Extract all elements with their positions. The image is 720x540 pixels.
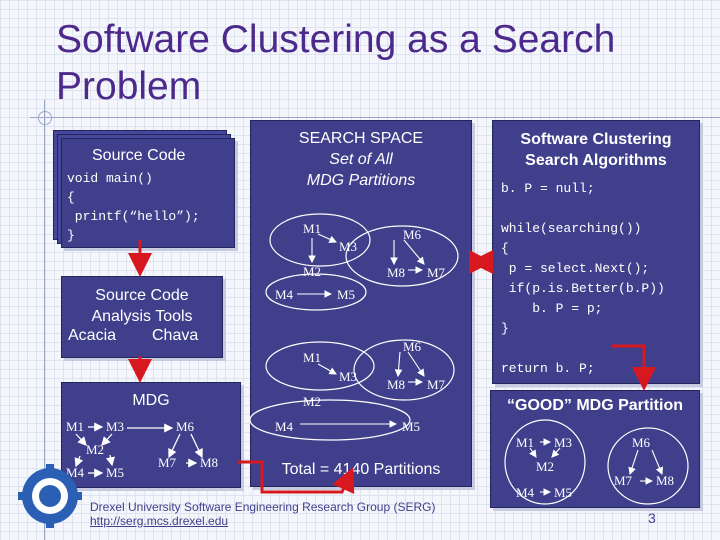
- footer: Drexel University Software Engineering R…: [90, 500, 435, 528]
- search-space-subheading: Set of All: [329, 151, 393, 168]
- partition-edges: [297, 233, 425, 428]
- decorative-circle-icon: [38, 111, 52, 125]
- source-code-box: Source Code void main() { printf(“hello”…: [61, 138, 235, 248]
- good-partition-title: “GOOD” MDG Partition: [507, 397, 683, 414]
- mdg-node-m7: M7: [158, 455, 177, 470]
- mdg-node-m4: M4: [66, 465, 85, 480]
- partition-b-node-m4: M4: [275, 419, 294, 434]
- partition-a-node-m2: M2: [303, 264, 322, 279]
- mdg-node-m3: M3: [106, 419, 125, 434]
- mdg-node-m8: M8: [200, 455, 219, 470]
- good-node-m6: M6: [632, 435, 651, 450]
- algorithms-code: b. P = null; while(searching()) { p = se…: [501, 181, 665, 376]
- partition-a-clusters: [249, 213, 459, 441]
- good-node-m5: M5: [554, 485, 573, 500]
- mdg-node-m5: M5: [106, 465, 125, 480]
- partition-b-node-m1: M1: [303, 350, 322, 365]
- decorative-line: [44, 100, 45, 540]
- slide-title: Software Clustering as a Search Problem: [56, 18, 616, 108]
- good-partition-box: “GOOD” MDG Partition: [490, 390, 700, 508]
- total-partitions: Total = 4140 Partitions: [281, 461, 441, 478]
- mdg-box: MDG: [61, 382, 241, 488]
- good-node-m2: M2: [536, 459, 555, 474]
- source-code-text: void main() { printf(“hello”); }: [67, 171, 200, 243]
- partition-b-node-m5: M5: [402, 419, 421, 434]
- mdg-edges: [74, 422, 203, 478]
- partition-a-node-m8: M8: [387, 265, 406, 280]
- partition-a-node-m1: M1: [303, 221, 322, 236]
- tool-chava: Chava: [152, 327, 199, 344]
- good-node-m1: M1: [516, 435, 535, 450]
- partition-a-node-m5: M5: [337, 287, 356, 302]
- tool-acacia: Acacia: [68, 327, 117, 344]
- footer-link-rest: //serg.mcs.drexel.edu: [113, 514, 229, 528]
- mdg-label: MDG: [132, 392, 170, 409]
- source-code-title: Source Code: [92, 147, 186, 164]
- algorithms-title: Software Clustering Search Algorithms: [520, 131, 672, 169]
- mdg-node-m2: M2: [86, 442, 105, 457]
- partition-b-node-m7: M7: [427, 377, 446, 392]
- search-space-box: SEARCH SPACE Set of All MDG Partitions T…: [250, 120, 472, 487]
- search-space-subheading: MDG Partitions: [306, 172, 416, 189]
- partition-b-node-m8: M8: [387, 377, 406, 392]
- good-node-m7: M7: [614, 473, 633, 488]
- search-space-heading: SEARCH SPACE: [298, 130, 424, 147]
- flow-arrows: [128, 240, 656, 495]
- analysis-tools-title: Source Code Analysis Tools: [91, 287, 193, 325]
- partition-b-node-m6: M6: [403, 339, 422, 354]
- partition-a-node-m6: M6: [403, 227, 422, 242]
- algorithms-box: Software Clustering Search Algorithms b.…: [492, 120, 700, 384]
- good-partition-clusters: [504, 419, 689, 505]
- partition-a-node-m7: M7: [427, 265, 446, 280]
- mdg-node-m1: M1: [66, 419, 85, 434]
- footer-text: Drexel University Software Engineering R…: [90, 500, 436, 514]
- good-node-m8: M8: [656, 473, 675, 488]
- partition-b-node-m3: M3: [339, 369, 358, 384]
- good-node-m3: M3: [554, 435, 573, 450]
- good-node-m4: M4: [516, 485, 535, 500]
- page-number: 3: [648, 510, 656, 526]
- partition-a-node-m3: M3: [339, 239, 358, 254]
- partition-a-node-m4: M4: [275, 287, 294, 302]
- analysis-tools-box: Source Code Analysis Tools Acacia Chava: [61, 276, 223, 358]
- footer-link[interactable]: http://serg.mcs.drexel.edu: [90, 514, 228, 528]
- serg-logo-icon: [18, 464, 82, 528]
- mdg-node-m6: M6: [176, 419, 195, 434]
- footer-link-prefix: http:: [90, 514, 114, 528]
- decorative-line: [30, 117, 720, 118]
- good-partition-edges: [529, 438, 664, 496]
- partition-b-node-m2: M2: [303, 394, 322, 409]
